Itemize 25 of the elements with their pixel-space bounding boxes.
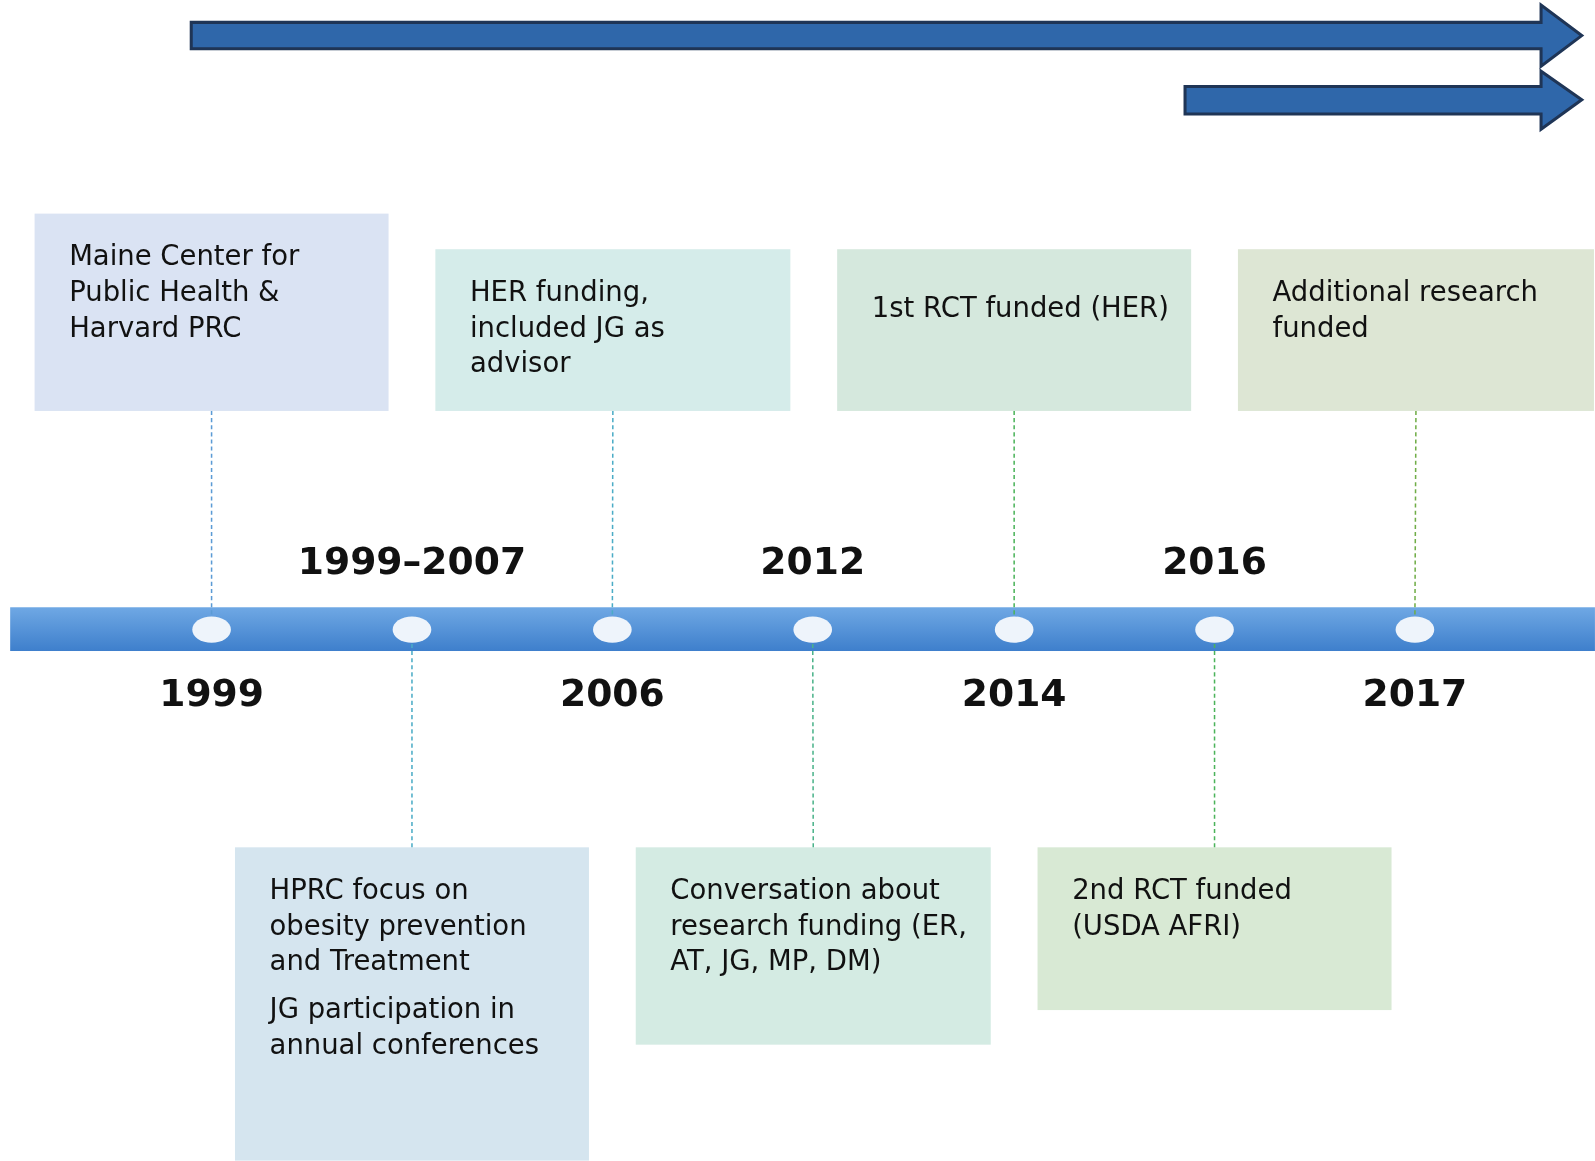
event-text: Maine Center for Public Health & Harvard PRC	[69, 239, 301, 345]
event-card	[1237, 249, 1594, 411]
event-card	[34, 213, 389, 411]
event-card	[435, 249, 791, 411]
year-label: 1999–2007	[297, 539, 527, 583]
event-text: 1st RCT funded (HER)	[871, 290, 1170, 326]
event-text: Additional research funded	[1272, 274, 1539, 345]
event-text: HPRC focus on obesity prevention and Treatment	[269, 872, 528, 979]
year-label: 2016	[1162, 539, 1267, 583]
leader-line	[811, 642, 814, 849]
year-label: 2017	[1362, 671, 1468, 716]
event-card	[1037, 847, 1392, 1011]
leader-line	[411, 642, 413, 849]
year-label: 1999	[159, 671, 264, 716]
leader-line	[1213, 642, 1216, 849]
event-text: Conversation about research funding (ER, AT, JG, MP, DM)	[670, 872, 968, 979]
year-label: 2014	[961, 671, 1067, 716]
event-text: JG participation in annual conferences	[269, 991, 540, 1062]
event-card	[234, 847, 589, 1161]
event-text: 2nd RCT funded (USDA AFRI)	[1072, 872, 1293, 943]
event-text: HER funding, included JG as advisor	[469, 274, 666, 381]
year-label: 2006	[560, 671, 665, 716]
event-card	[837, 249, 1192, 411]
year-label: 2012	[760, 539, 866, 583]
event-card	[635, 847, 991, 1045]
